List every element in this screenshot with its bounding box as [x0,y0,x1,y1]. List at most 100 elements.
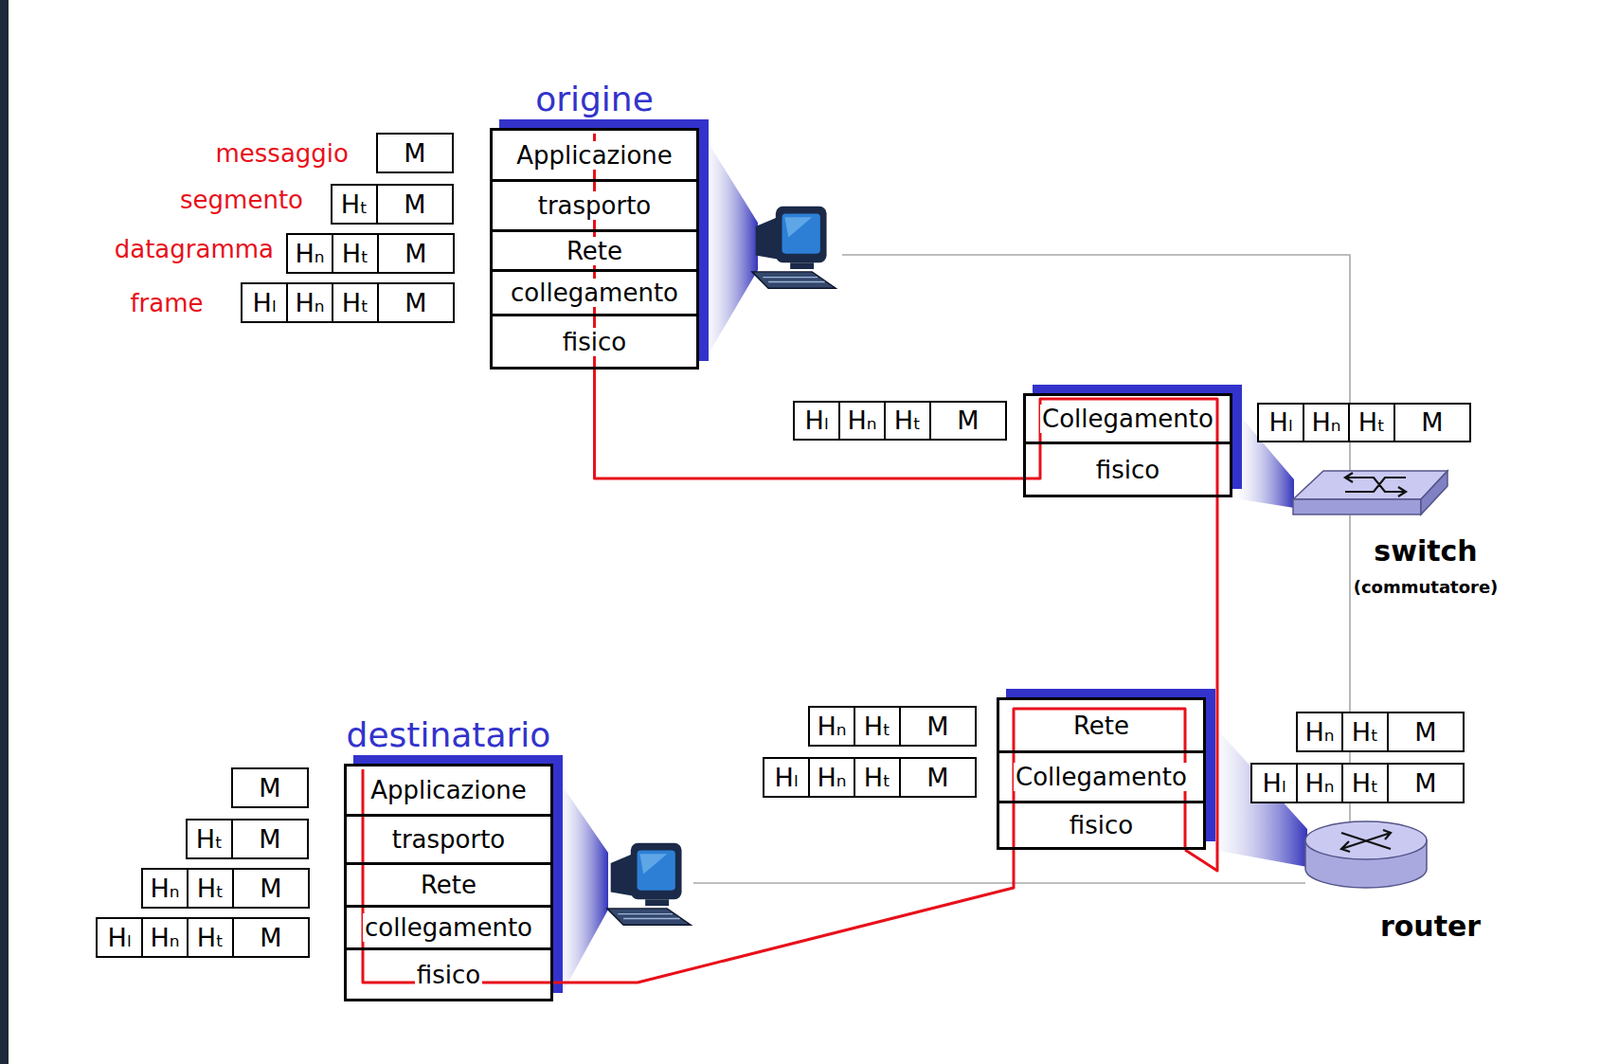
field-text: M [259,923,282,953]
packet-field: Hₗ [240,282,288,324]
field-text: Hₜ [863,763,891,792]
packet-field: M [1386,762,1465,804]
field-text: M [956,406,979,435]
packet-field: Hₜ [330,183,378,225]
field-text: M [258,825,281,854]
signal-path [1185,497,1218,871]
frame-edge [0,0,9,1064]
layer-name: trasporto [536,191,654,220]
packet-field: Hₜ [185,818,234,860]
field-text: Hₜ [894,406,921,435]
protocol-layer: Rete [996,697,1206,754]
layer-name: fisico [560,327,629,357]
layer-name: Applicazione [368,775,529,805]
packet-field: Hₜ [1348,402,1396,443]
packet-field: Hₜ [331,282,379,324]
field-text: Hₙ [1311,408,1341,437]
field-text: Hₙ [1304,718,1334,747]
field-text: Hₜ [341,239,369,269]
field-text: Hₙ [294,288,324,318]
packet-field: M [376,183,454,225]
field-text: M [1414,718,1437,747]
protocol-layer: Applicazione [343,763,554,817]
layer-name: collegamento [362,913,535,942]
stack-heading: destinatario [343,716,555,755]
field-text: Hₗ [1269,408,1294,437]
protocol-layer: Collegamento [1023,393,1233,445]
field-text: Hₜ [863,712,891,741]
packet-field: Hₗ [792,400,841,441]
packet-field: M [231,818,309,860]
protocol-stack: destinatarioApplicazionetrasportoRetecol… [343,763,554,1002]
field-text: Hₜ [197,923,224,953]
field-text: M [1414,769,1437,798]
field-text: Hₜ [1358,408,1385,437]
field-text: Hₙ [816,763,846,792]
signal-path [1023,398,1218,498]
protocol-layer: collegamento [343,904,554,951]
protocol-layer: collegamento [489,269,700,317]
packet-field: Hₗ [762,756,810,798]
layer-name: Applicazione [514,141,675,170]
switch-icon [1293,470,1448,515]
packet-field: M [898,756,977,798]
layer-name-label: segmento [179,184,304,216]
field-text: Hₜ [197,874,224,903]
packet-field: M [231,767,309,809]
packet-field: Hₙ [141,867,189,909]
protocol-layer: fisico [343,947,554,1002]
packet-field: Hₙ [1302,402,1350,443]
field-text: Hₙ [846,406,877,435]
layer-name: fisico [1067,810,1135,840]
field-text: Hₙ [294,239,324,269]
host-icon [752,206,836,288]
protocol-layer: fisico [489,313,700,370]
device-label: router [1380,909,1481,944]
packet-field: Hₜ [186,916,234,958]
packet-field: Hₜ [186,867,234,909]
packet-field: Hₙ [141,916,189,958]
field-text: Hₜ [341,288,369,318]
packet-field: Hₙ [808,756,856,798]
layer-name: fisico [414,960,483,989]
field-text: Hₗ [805,406,829,435]
packet-field: Hₗ [95,916,144,958]
packet-field: Hₜ [853,756,901,798]
stack-shadow [499,119,709,361]
field-text: M [926,763,949,792]
field-text: M [404,239,427,269]
signal-path [553,849,1014,983]
packet-field: Hₙ [808,705,856,747]
layer-name: Rete [1071,711,1132,740]
field-text: Hₜ [1351,718,1379,747]
field-text: Hₜ [1351,769,1379,798]
device-label: (commutatore) [1353,575,1499,599]
field-text: Hₗ [252,288,277,318]
packet-field: Hₙ [1295,762,1344,804]
protocol-layer: Collegamento [996,750,1206,804]
field-text: M [1420,408,1443,437]
layer-name: Rete [564,236,625,266]
packet-field: M [898,705,977,747]
layer-name: collegamento [508,278,681,307]
packet-field: Hₗ [1250,762,1298,804]
packet-field: M [377,282,455,324]
field-text: Hₙ [1304,769,1334,798]
packet-field: Hₗ [1257,402,1305,443]
field-text: M [259,874,282,903]
protocol-stack: origineApplicazionetrasportoRetecollegam… [489,127,700,370]
layer-name: Collegamento [1040,404,1216,433]
layer-name: fisico [1094,455,1162,485]
host-icon [607,843,691,925]
packet-field: Hₙ [286,282,334,324]
packet-field: M [377,233,455,274]
packet-field: Hₙ [838,400,886,441]
layer-name-label: messaggio [215,138,350,169]
field-text: Hₗ [107,923,132,953]
field-text: Hₙ [816,712,846,741]
router-icon [1305,821,1427,888]
device-label: switch [1373,534,1477,569]
packet-field: Hₙ [1295,711,1344,753]
protocol-layer: Rete [489,229,700,272]
